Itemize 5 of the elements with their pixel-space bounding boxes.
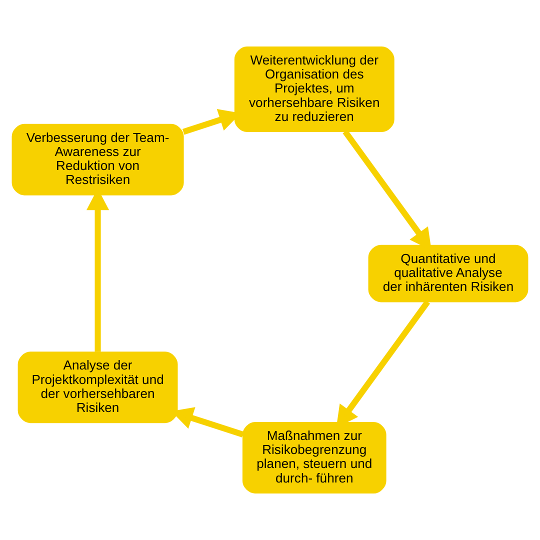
node-box: Analyse der Projektkomplexität und der vorhersehbaren Risiken bbox=[18, 352, 178, 424]
node-box: Quantitative und qualitative Analyse der inhärenten Risiken bbox=[368, 244, 528, 302]
node-box: Weiterentwicklung der Organisation des Projektes, um vorhersehbare Risiken zu reduzieren bbox=[234, 46, 394, 132]
node-box: Verbesserung der Team- Awareness zur Reduktion von Restrisiken bbox=[12, 124, 184, 196]
node-box: Maßnahmen zur Risikobegrenzung planen, steuern und durch- führen bbox=[242, 422, 386, 494]
